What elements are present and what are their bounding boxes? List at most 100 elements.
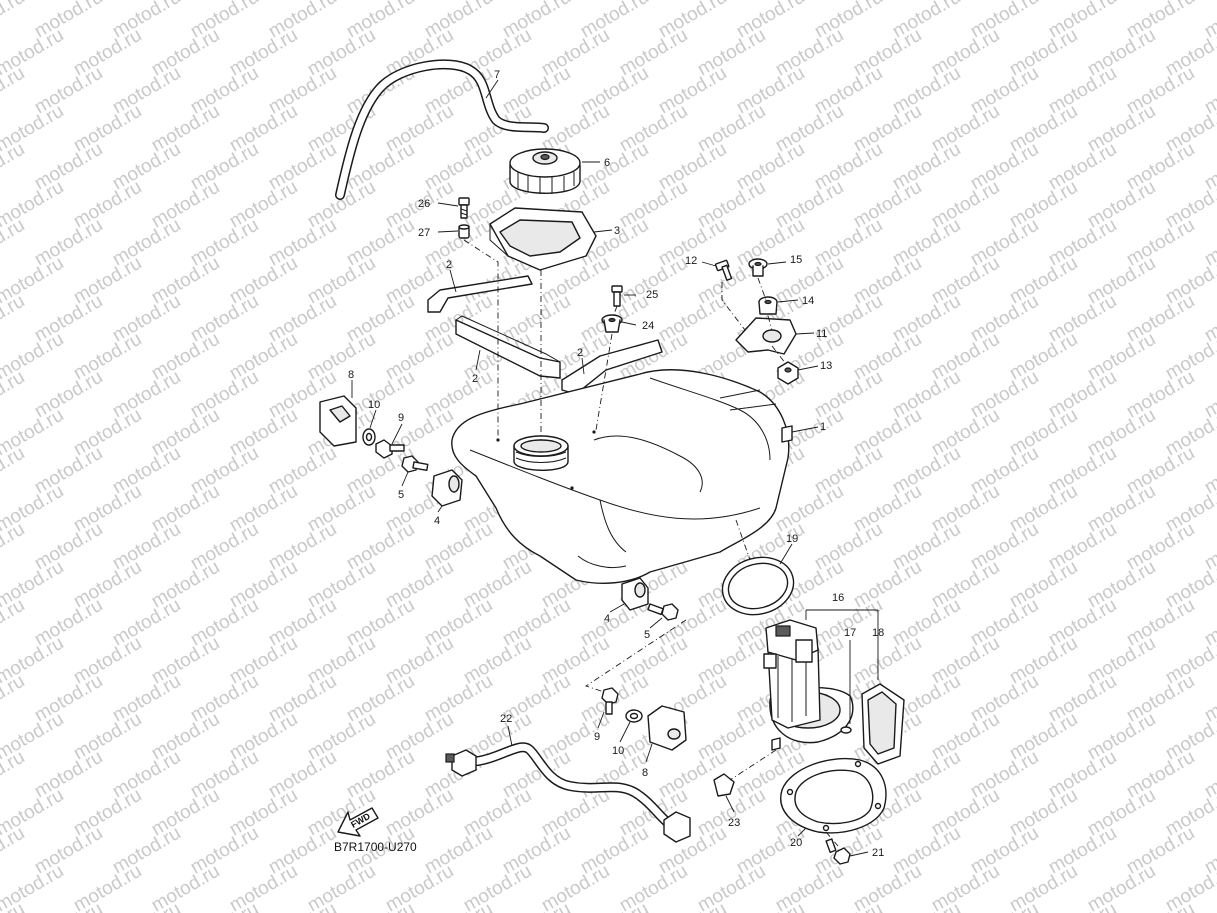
watermark-text: motod.ru — [850, 861, 925, 913]
callout-13: 13 — [820, 360, 832, 372]
nut-part-13 — [777, 361, 799, 385]
callout-12: 12 — [685, 255, 697, 267]
gasket-plate-part-20 — [780, 758, 887, 834]
callout-21: 21 — [872, 847, 884, 859]
callout-3: 3 — [614, 225, 620, 237]
watermark-text: motod.ru — [148, 861, 223, 913]
watermark-text: motod.ru — [1123, 899, 1198, 913]
damper-part-2-middle — [455, 315, 561, 379]
watermark-text: motod.ru — [0, 0, 28, 42]
damper-part-8-left — [319, 395, 357, 447]
bolt-part-26 — [458, 197, 470, 219]
watermark-text: motod.ru — [655, 899, 730, 913]
watermark-text: motod.ru — [0, 63, 28, 119]
watermark-text: motod.ru — [0, 291, 28, 347]
watermark-text: motod.ru — [616, 861, 691, 913]
watermark-text: motod.ru — [0, 671, 28, 727]
collar-part-27 — [458, 224, 470, 239]
callout-26: 26 — [418, 198, 430, 210]
diagram-code: B7R1700-U270 — [334, 840, 417, 854]
watermark-text: motod.ru — [187, 899, 262, 913]
callout-14: 14 — [802, 295, 814, 307]
callout-9-left: 9 — [398, 412, 404, 424]
o-ring-part-17 — [840, 726, 852, 734]
watermark-text: motod.ru — [811, 899, 886, 913]
watermark-text: motod.ru — [928, 861, 1003, 913]
grommet-part-24 — [601, 314, 623, 333]
watermark-text: motod.ru — [967, 899, 1042, 913]
callout-5-lower: 5 — [644, 629, 650, 641]
callout-22: 22 — [500, 713, 512, 725]
watermark-text: motod.ru — [1006, 861, 1081, 913]
watermark-text: motod.ru — [343, 899, 418, 913]
callout-19: 19 — [786, 533, 798, 545]
watermark-text: motod.ru — [694, 861, 769, 913]
watermark-text: motod.ru — [1201, 899, 1217, 913]
watermark-text: motod.ru — [460, 861, 535, 913]
watermark-text: motod.ru — [0, 519, 28, 575]
watermark-text: motod.ru — [109, 899, 184, 913]
assembly-guide-lines — [463, 239, 839, 847]
bolt-part-21 — [825, 838, 851, 865]
watermark-text: motod.ru — [265, 899, 340, 913]
leader-lines — [351, 79, 879, 857]
washer-part-10-lower — [625, 709, 643, 723]
callout-8-left: 8 — [348, 369, 354, 381]
watermark-text: motod.ru — [304, 861, 379, 913]
breather-hose-part-7 — [335, 59, 549, 200]
callout-4-lower: 4 — [604, 613, 610, 625]
watermark-text: motod.ru — [733, 899, 808, 913]
callout-1: 1 — [820, 421, 826, 433]
callout-5-left: 5 — [398, 489, 404, 501]
watermark-text: motod.ru — [538, 861, 613, 913]
cap-cover-part-3 — [489, 207, 597, 271]
damper-part-4-left — [431, 469, 463, 507]
callout-2-right: 2 — [577, 347, 583, 359]
watermark-text: motod.ru — [499, 899, 574, 913]
watermark-text: motod.ru — [1084, 861, 1159, 913]
washer-part-10-left — [362, 428, 376, 446]
callout-18: 18 — [872, 627, 884, 639]
callout-10-lower: 10 — [612, 745, 624, 757]
watermark-text: motod.ru — [382, 861, 457, 913]
callout-2-upper: 2 — [446, 259, 452, 271]
bolt-part-12 — [714, 259, 733, 281]
callout-labels: 7 6 26 27 3 2 25 24 2 2 12 15 14 11 13 1… — [348, 69, 884, 859]
damper-part-4-lower — [621, 577, 649, 611]
watermark-text: motod.ru — [421, 899, 496, 913]
screw-part-25 — [611, 285, 623, 307]
watermark-text: motod.ru — [772, 861, 847, 913]
bolt-part-5-lower — [647, 603, 679, 621]
damper-part-8-lower — [647, 705, 687, 751]
callout-15: 15 — [790, 254, 802, 266]
callout-11: 11 — [816, 328, 827, 340]
callout-10-left: 10 — [368, 399, 380, 411]
callout-23: 23 — [728, 817, 740, 829]
watermark-text: motod.ru — [889, 899, 964, 913]
watermark-text: motod.ru — [31, 899, 106, 913]
callout-20: 20 — [790, 837, 802, 849]
watermark-text: motod.ru — [0, 823, 28, 879]
watermark-text: motod.ru — [0, 747, 28, 803]
collar-part-15 — [748, 258, 768, 277]
gasket-part-19 — [721, 556, 795, 616]
fuel-pump-assembly-part-16 — [763, 619, 854, 751]
callout-6: 6 — [604, 157, 610, 169]
clamp-part-23 — [713, 773, 735, 797]
watermark-text: motod.ru — [226, 861, 301, 913]
watermark-text: motod.ru — [1045, 899, 1120, 913]
damper-part-14 — [758, 296, 778, 315]
callout-16: 16 — [832, 592, 844, 604]
callout-9-lower: 9 — [594, 731, 600, 743]
fuel-cap-part-6 — [509, 148, 581, 194]
bolt-part-9-lower — [601, 687, 619, 715]
bracket-part-11 — [735, 317, 797, 355]
callout-4-left: 4 — [434, 515, 440, 527]
watermark-text: motod.ru — [70, 861, 145, 913]
callout-24: 24 — [642, 320, 654, 332]
bolt-part-9-left — [375, 439, 405, 459]
fuel-filter-part-18 — [861, 683, 905, 765]
callout-2-middle: 2 — [472, 373, 478, 385]
callout-8-lower: 8 — [642, 767, 648, 779]
